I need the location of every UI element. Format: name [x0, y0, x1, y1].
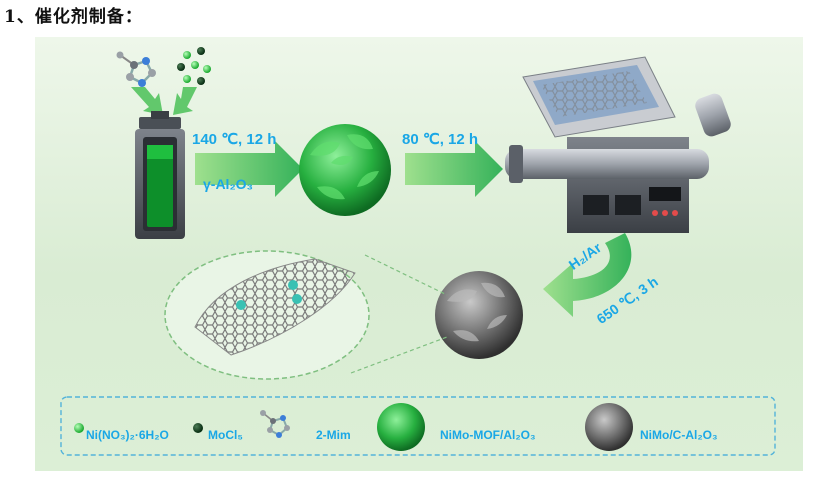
nimo-mof-sphere-icon [299, 124, 391, 216]
synthesis-diagram [60, 47, 776, 456]
legend-mo-label: MoCl₅ [208, 428, 243, 442]
support-label: γ-Al₂O₃ [203, 176, 254, 192]
step1-arrow-icon [195, 141, 303, 197]
legend-mim-molecule-icon [260, 410, 290, 438]
legend-product-sphere-icon [585, 403, 633, 451]
legend-ni-dot-icon [74, 423, 84, 433]
tube-furnace-icon [505, 56, 731, 233]
section-heading: 1、催化剂制备： [4, 7, 143, 27]
graphene-zoom-inset [164, 250, 370, 380]
legend-mim-label: 2-Mim [316, 428, 351, 442]
legend-mo-dot-icon [193, 423, 203, 433]
legend-mof-sphere-icon [377, 403, 425, 451]
zoom-guide-lines [350, 254, 448, 374]
nimo-carbon-sphere-icon [435, 271, 523, 359]
step2-arrow-icon [405, 141, 503, 197]
step1-condition-label: 140 ℃, 12 h [192, 131, 277, 148]
metal-salt-dots-icon [177, 47, 211, 85]
autoclave-reactor-icon [135, 111, 185, 239]
feed-arrows-icon [131, 87, 197, 115]
step2-condition-label: 80 ℃, 12 h [402, 131, 479, 148]
legend-product-label: NiMo/C-Al₂O₃ [640, 428, 718, 442]
2-mim-molecule-icon [116, 51, 156, 87]
step3-curved-arrow-icon [543, 233, 632, 317]
diagram-panel [35, 37, 803, 471]
legend-frame [60, 396, 776, 456]
legend-mof-label: NiMo-MOF/Al₂O₃ [440, 428, 536, 442]
legend-ni-label: Ni(NO₃)₂·6H₂O [86, 428, 169, 442]
